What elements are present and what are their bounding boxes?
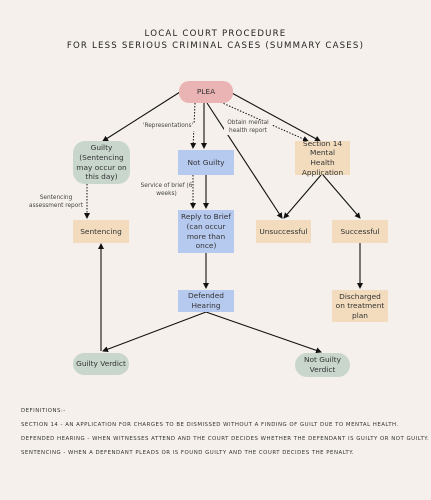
- node-not-guilty: Not Guilty: [178, 150, 234, 175]
- node-sentencing: Sentencing: [73, 220, 129, 243]
- arrow-hearing-to-not-guilty-verdict: [205, 311, 322, 354]
- node-plea: PLEA: [179, 81, 233, 103]
- label-representations: 'Representations': [140, 123, 196, 131]
- node-discharged: Discharged on treatment plan: [332, 290, 388, 322]
- definition-defended-hearing: DEFENDED HEARING - WHEN WITNESSES ATTEND…: [21, 436, 430, 442]
- definition-sentencing: SENTENCING - WHEN A DEFENDANT PLEADS OR …: [21, 450, 355, 456]
- arrow-section14-to-unsuccessful: [283, 174, 322, 219]
- arrow-plea-to-section14: [229, 91, 321, 142]
- label-sentencing-report: Sentencing assessment report: [29, 195, 83, 209]
- node-guilty-verdict: Guilty Verdict: [73, 353, 129, 375]
- arrow-plea-to-unsuccessful: [206, 102, 283, 219]
- arrow-hearing-to-guilty-verdict: [102, 311, 207, 353]
- node-guilty: Guilty (Sentencing may occur on this day…: [73, 141, 130, 184]
- definitions-heading: DEFINITIONS:-: [21, 408, 66, 414]
- node-section14: Section 14 Mental Health Application: [295, 139, 350, 177]
- label-obtain-report: Obtain mental health report: [224, 120, 272, 136]
- arrow-section14-to-successful: [322, 174, 361, 219]
- diagram-title-line1: LOCAL COURT PROCEDURE: [144, 29, 287, 39]
- node-successful: Successful: [332, 220, 388, 243]
- node-reply-to-brief: Reply to Brief (can occur more than once…: [178, 210, 234, 253]
- diagram-title-line2: FOR LESS SERIOUS CRIMINAL CASES (SUMMARY…: [66, 41, 365, 51]
- label-service-of-brief: Service of brief (6 weeks): [140, 183, 193, 197]
- arrow-plea-to-guilty: [102, 91, 181, 142]
- node-unsuccessful: Unsuccessful: [256, 220, 311, 243]
- definition-section14: SECTION 14 - AN APPLICATION FOR CHARGES …: [21, 422, 399, 428]
- node-defended-hearing: Defended Hearing: [178, 290, 234, 312]
- node-not-guilty-verdict: Not Guilty Verdict: [295, 353, 350, 377]
